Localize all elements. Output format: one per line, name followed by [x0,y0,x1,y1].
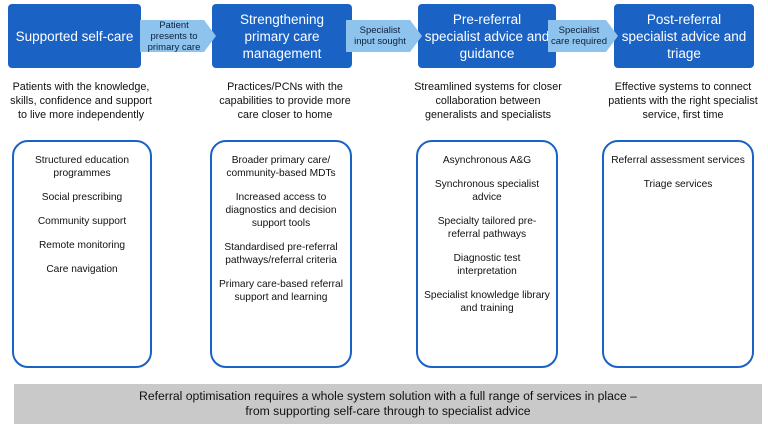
list-item: Standardised pre-referral pathways/refer… [224,242,338,266]
banner-line-1: Referral optimisation requires a whole s… [139,389,637,403]
panel-pre-referral-advice: Asynchronous A&G Synchronous specialist … [416,140,558,368]
list-item: Remote monitoring [38,240,126,251]
connector-arrow-1: Patient presents to primary care [140,13,216,59]
stage-description: Practices/PCNs with the capabilities to … [219,81,351,121]
stage-strengthening-primary-care: Strengthening primary care management [212,4,352,68]
connector-label: Specialist input sought [354,25,406,47]
list-item: Community support [37,216,127,227]
list-item: Broader primary care/ community-based MD… [226,155,336,179]
arrow-shape [548,20,618,52]
connector-arrow-3: Specialist care required [548,13,618,59]
list-item: Care navigation [46,264,118,275]
list-item: Social prescribing [41,192,123,203]
list-item: Triage services [643,179,713,190]
stage-description: Streamlined systems for closer collabora… [414,81,562,121]
connector-arrow-2: Specialist input sought [346,13,422,59]
list-item: Primary care-based referral support and … [219,279,343,303]
list-item: Structured education programmes [34,155,129,179]
list-item: Synchronous specialist advice [434,179,540,203]
panel-post-referral-triage: Referral assessment services Triage serv… [602,140,754,368]
banner-line-2: from supporting self-care through to spe… [245,404,531,418]
list-item: Specialty tailored pre-referral pathways [437,216,537,240]
connector-label: Patient presents to primary care [147,19,201,53]
stage-post-referral-triage: Post-referral specialist advice and tria… [614,4,754,68]
list-item: Referral assessment services [611,155,745,166]
stage-title: Supported self-care [15,28,134,44]
stage-title: Post-referral specialist advice and tria… [621,11,747,61]
stage-title: Strengthening primary care management [239,11,325,61]
panel-supported-self-care: Structured education programmes Social p… [12,140,152,368]
connector-label: Specialist care required [551,25,607,47]
arrow-shape [140,20,216,52]
panel-primary-care-management: Broader primary care/ community-based MD… [210,140,352,368]
stage-description: Effective systems to connect patients wi… [608,81,758,121]
stage-title: Pre-referral specialist advice and guida… [424,11,550,61]
list-item: Diagnostic test interpretation [453,253,521,277]
arrow-shape [346,20,422,52]
summary-banner: Referral optimisation requires a whole s… [14,384,762,424]
list-item: Specialist knowledge library and trainin… [424,290,550,314]
stage-supported-self-care: Supported self-care [8,4,141,68]
list-item: Increased access to diagnostics and deci… [225,192,337,229]
list-item: Asynchronous A&G [442,155,532,166]
stage-description: Patients with the knowledge, skills, con… [10,81,152,121]
stage-pre-referral-advice: Pre-referral specialist advice and guida… [418,4,556,68]
